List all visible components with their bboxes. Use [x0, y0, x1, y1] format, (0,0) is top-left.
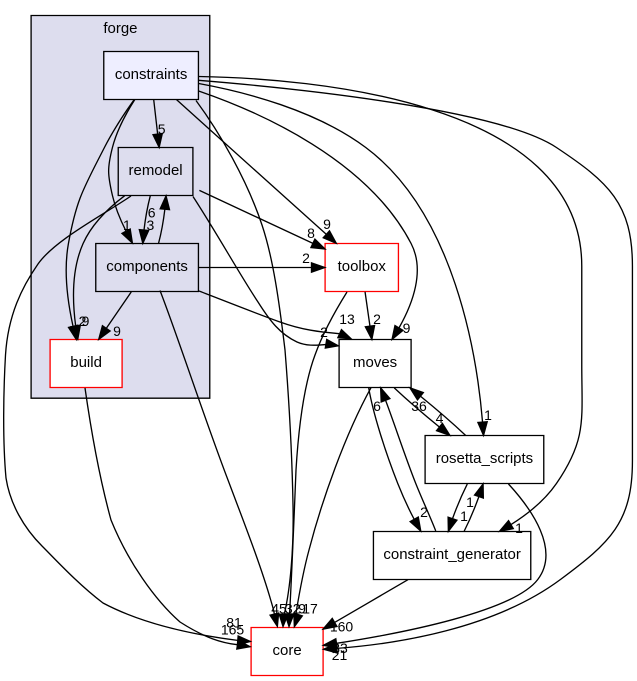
- svg-text:2: 2: [302, 250, 310, 266]
- svg-text:13: 13: [339, 311, 355, 327]
- svg-text:remodel: remodel: [128, 162, 182, 179]
- svg-text:1: 1: [466, 494, 474, 510]
- svg-text:6: 6: [148, 205, 156, 221]
- svg-text:2: 2: [79, 313, 87, 329]
- svg-text:160: 160: [330, 619, 354, 635]
- svg-text:9: 9: [403, 320, 411, 336]
- svg-text:165: 165: [221, 622, 245, 638]
- svg-text:36: 36: [411, 398, 427, 414]
- svg-text:9: 9: [82, 313, 90, 329]
- svg-text:rosetta_scripts: rosetta_scripts: [436, 450, 533, 467]
- svg-text:45: 45: [271, 601, 287, 617]
- svg-text:1: 1: [460, 508, 468, 524]
- svg-text:9: 9: [113, 323, 121, 339]
- svg-text:6: 6: [373, 398, 381, 414]
- svg-text:build: build: [70, 354, 102, 371]
- svg-text:33: 33: [332, 640, 348, 656]
- svg-text:1: 1: [484, 407, 492, 423]
- svg-text:forge: forge: [103, 20, 137, 37]
- svg-text:constraints: constraints: [115, 66, 187, 83]
- svg-text:4: 4: [436, 410, 444, 426]
- svg-text:81: 81: [226, 615, 242, 631]
- svg-text:1: 1: [123, 217, 131, 233]
- svg-text:17: 17: [302, 601, 318, 617]
- svg-text:constraint_generator: constraint_generator: [383, 546, 520, 563]
- svg-text:8: 8: [307, 225, 315, 241]
- svg-text:9: 9: [298, 601, 306, 617]
- svg-text:2: 2: [373, 311, 381, 327]
- svg-text:toolbox: toolbox: [338, 258, 387, 275]
- svg-text:2: 2: [320, 324, 328, 340]
- svg-text:components: components: [106, 258, 188, 275]
- svg-text:core: core: [273, 642, 302, 659]
- svg-text:moves: moves: [353, 354, 397, 371]
- svg-text:32: 32: [285, 601, 301, 617]
- svg-text:2: 2: [420, 504, 428, 520]
- svg-text:9: 9: [323, 216, 331, 232]
- svg-text:3: 3: [147, 217, 155, 233]
- svg-text:5: 5: [158, 121, 166, 137]
- svg-text:1: 1: [515, 520, 523, 536]
- svg-text:21: 21: [332, 647, 348, 663]
